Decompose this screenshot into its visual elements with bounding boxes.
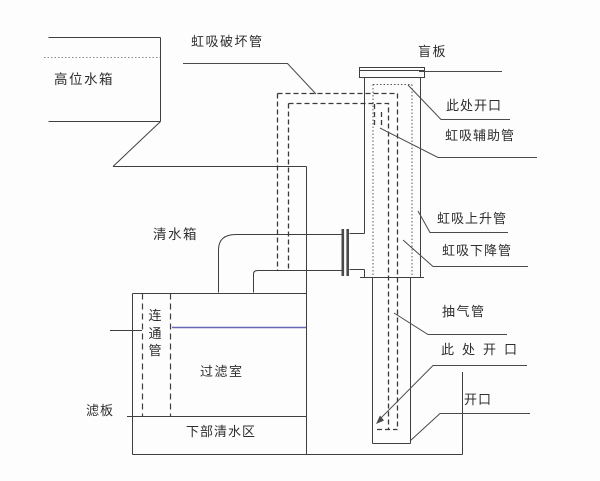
filter-house-outline <box>110 166 463 455</box>
opening-here-top-label: 此处开口 <box>446 99 503 114</box>
air-pipe-label: 抽气管 <box>442 305 486 320</box>
elbow-inner <box>253 270 342 293</box>
leader-rising-pipe <box>417 210 508 233</box>
leader-aux-pipe <box>379 127 537 158</box>
connecting-pipe-label: 连通管 <box>148 309 162 359</box>
flange-left-bar <box>341 229 345 276</box>
opening-label: 开口 <box>464 393 493 408</box>
filter-plate-label: 滤板 <box>86 404 115 419</box>
opening-here-bottom-label: 此处开口 <box>441 343 526 358</box>
leader-opening-bottom <box>377 365 527 422</box>
lower-drop-pipe <box>372 277 411 444</box>
breaker-top-outer-and-down <box>277 92 399 429</box>
chute-diagonal <box>112 121 161 167</box>
leader-lines <box>183 63 537 442</box>
breaker-pipe-dashed <box>276 92 399 431</box>
siphon-descending-label: 虹吸下降管 <box>442 244 513 259</box>
cap-rect <box>359 67 425 78</box>
elbow-outer <box>218 234 342 293</box>
high-tank-label: 高位水箱 <box>54 72 114 88</box>
leader-opening-top <box>407 84 510 120</box>
flange-right-bar <box>346 229 349 276</box>
breaker-top-inner-and-down <box>288 102 390 429</box>
leader-siphon-breaker <box>183 63 317 95</box>
siphon-rising-label: 虹吸上升管 <box>437 212 508 227</box>
clean-water-tank-label: 清水箱 <box>153 227 198 243</box>
high-tank-outline <box>48 37 161 122</box>
connecting-pipe-dashed <box>141 293 172 416</box>
inner-pipe-dotted <box>372 84 413 277</box>
blind-plate-cap <box>359 67 425 78</box>
leader-opening-bottom-arrowhead <box>376 415 384 424</box>
lower-clean-water-zone-label: 下部清水区 <box>186 425 257 440</box>
elbow-pipe <box>218 233 365 293</box>
siphon-riser-outline <box>360 77 424 278</box>
leader-air-pipe <box>393 312 507 335</box>
leader-opening <box>409 413 530 442</box>
leader-descending-pipe <box>402 239 528 267</box>
flange <box>341 229 349 276</box>
siphon-aux-label: 虹吸辅助管 <box>445 129 516 144</box>
siphon-breaker-label: 虹吸破坏管 <box>191 35 264 50</box>
blind-plate-label: 盲板 <box>418 45 448 60</box>
filter-chamber-label: 过滤室 <box>200 365 244 380</box>
